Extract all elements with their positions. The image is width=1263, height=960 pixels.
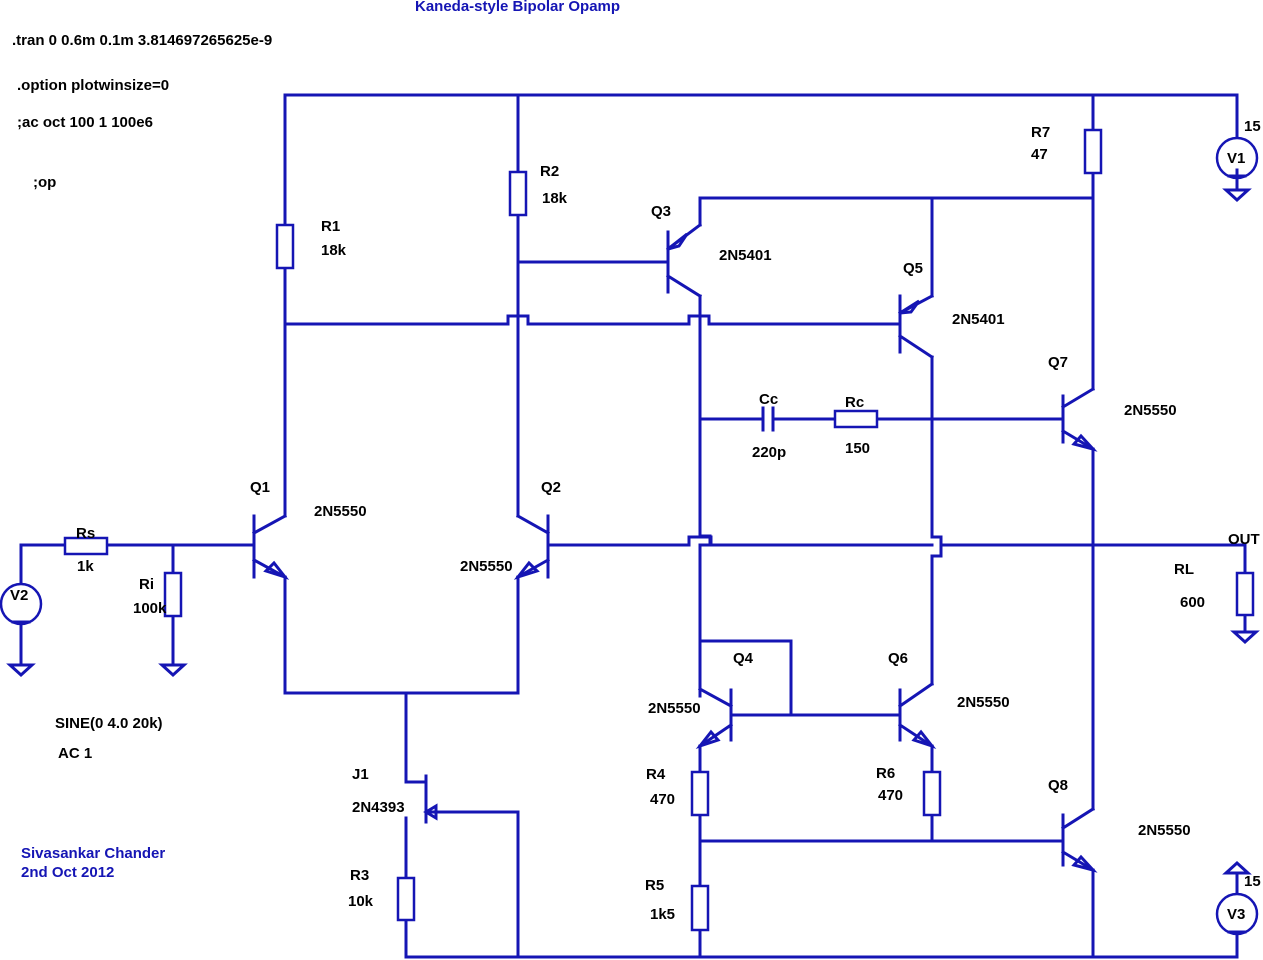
- transistor-q3: [665, 222, 703, 299]
- label-r2-name: R2: [540, 163, 559, 180]
- directive-ac: ;ac oct 100 1 100e6: [17, 114, 153, 131]
- label-rs-value: 1k: [77, 558, 94, 575]
- label-r5-value: 1k5: [650, 906, 675, 923]
- label-r7-value: 47: [1031, 146, 1048, 163]
- source-ac-spec: AC 1: [58, 745, 92, 762]
- label-q2-model: 2N5550: [460, 558, 513, 575]
- source-v1: [1215, 136, 1259, 192]
- label-r7-name: R7: [1031, 124, 1050, 141]
- source-v2: [0, 582, 43, 626]
- label-r4-value: 470: [650, 791, 675, 808]
- directive-option: .option plotwinsize=0: [17, 77, 169, 94]
- label-q4-model: 2N5550: [648, 700, 701, 717]
- transistor-q8: [1060, 806, 1098, 873]
- schematic-title: Kaneda-style Bipolar Opamp: [415, 0, 620, 15]
- resistor-r6: [922, 770, 942, 817]
- label-v2-name: V2: [10, 587, 28, 604]
- capacitor-cc: [761, 406, 775, 432]
- label-ri-value: 100k: [133, 600, 167, 617]
- resistor-r3: [396, 876, 416, 922]
- label-v3-name: V3: [1227, 906, 1245, 923]
- ground-icon: [158, 663, 188, 678]
- label-v1-value: 15: [1244, 118, 1261, 135]
- label-r5-name: R5: [645, 877, 664, 894]
- label-r4-name: R4: [646, 766, 666, 783]
- transistor-q7: [1060, 386, 1098, 452]
- label-q2-name: Q2: [541, 479, 561, 496]
- label-rc-value: 150: [845, 440, 870, 457]
- label-r2-value: 18k: [542, 190, 568, 207]
- ground-icon: [1230, 630, 1260, 645]
- transistor-j1: [423, 774, 438, 824]
- label-cc-name: Cc: [759, 391, 778, 408]
- wires: [19, 93, 1247, 959]
- author-date: 2nd Oct 2012: [21, 864, 114, 881]
- label-r6-value: 470: [878, 787, 903, 804]
- label-q7-name: Q7: [1048, 354, 1068, 371]
- label-r1-value: 18k: [321, 242, 347, 259]
- label-q5-model: 2N5401: [952, 311, 1005, 328]
- transistor-q2: [513, 513, 551, 580]
- label-q8-model: 2N5550: [1138, 822, 1191, 839]
- net-label-out: OUT: [1228, 531, 1260, 548]
- label-q4-name: Q4: [733, 650, 754, 667]
- label-q6-model: 2N5550: [957, 694, 1010, 711]
- transistor-q4: [695, 686, 734, 750]
- resistors: [63, 128, 1255, 932]
- source-sine-spec: SINE(0 4.0 20k): [55, 715, 163, 732]
- resistor-rc: [833, 409, 879, 429]
- transistor-q6: [897, 681, 937, 750]
- resistor-rs: [63, 536, 109, 556]
- labels: Kaneda-style Bipolar Opamp .tran 0 0.6m …: [10, 0, 1261, 923]
- transistors: [251, 222, 1098, 873]
- label-q3-model: 2N5401: [719, 247, 772, 264]
- label-r3-value: 10k: [348, 893, 374, 910]
- label-rl-value: 600: [1180, 594, 1205, 611]
- resistor-r5: [690, 884, 710, 932]
- label-q6-name: Q6: [888, 650, 908, 667]
- voltage-sources: [0, 136, 1259, 936]
- label-j1-model: 2N4393: [352, 799, 405, 816]
- directive-tran: .tran 0 0.6m 0.1m 3.814697265625e-9: [12, 32, 272, 49]
- label-q1-name: Q1: [250, 479, 270, 496]
- ground-icon: [6, 663, 36, 678]
- label-rl-name: RL: [1174, 561, 1194, 578]
- transistor-q1: [251, 513, 290, 580]
- resistor-rl: [1235, 571, 1255, 617]
- label-ri-name: Ri: [139, 576, 154, 593]
- author-name: Sivasankar Chander: [21, 845, 165, 862]
- directive-op: ;op: [33, 174, 56, 191]
- resistor-r7: [1083, 128, 1103, 175]
- label-rs-name: Rs: [76, 525, 95, 542]
- label-v3-value: 15: [1244, 873, 1261, 890]
- label-r3-name: R3: [350, 867, 369, 884]
- label-r1-name: R1: [321, 218, 340, 235]
- label-q8-name: Q8: [1048, 777, 1068, 794]
- label-q5-name: Q5: [903, 260, 923, 277]
- ground-symbols: [6, 188, 1260, 895]
- label-rc-name: Rc: [845, 394, 864, 411]
- transistor-q5: [897, 293, 935, 360]
- label-q1-model: 2N5550: [314, 503, 367, 520]
- label-r6-name: R6: [876, 765, 895, 782]
- label-cc-value: 220p: [752, 444, 786, 461]
- label-q3-name: Q3: [651, 203, 671, 220]
- resistor-r2: [508, 170, 528, 217]
- label-v1-name: V1: [1227, 150, 1245, 167]
- resistor-ri: [163, 571, 183, 618]
- source-v3: [1215, 892, 1259, 936]
- resistor-r4: [690, 770, 710, 817]
- resistor-r1: [275, 223, 295, 270]
- label-j1-name: J1: [352, 766, 369, 783]
- label-q7-model: 2N5550: [1124, 402, 1177, 419]
